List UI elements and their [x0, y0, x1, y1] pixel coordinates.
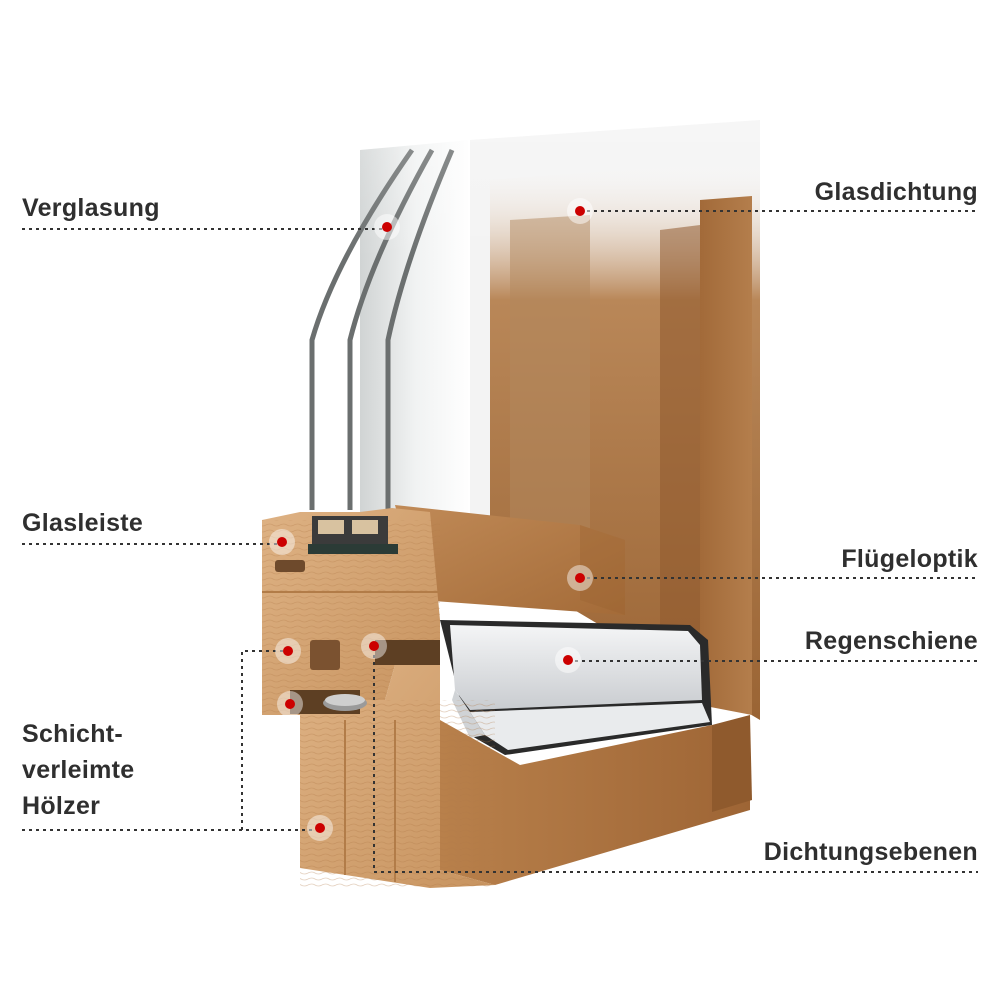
label-regenschiene: Regenschiene [804, 627, 978, 655]
marker-dichtung-a [361, 633, 387, 659]
label-hoelzer-line1: Schicht- [22, 720, 124, 748]
marker-glasleiste [269, 529, 295, 555]
markers [269, 198, 593, 841]
marker-fluegeloptik [567, 565, 593, 591]
marker-dichtung-b [277, 691, 303, 717]
sash-body [395, 505, 625, 615]
marker-hoelzer-b [307, 815, 333, 841]
marker-hoelzer-a [275, 638, 301, 664]
label-glasleiste: Glasleiste [22, 509, 144, 537]
label-hoelzer-line3: Hölzer [22, 792, 101, 820]
bottom-frame [440, 715, 752, 885]
label-hoelzer-line2: verleimte [22, 756, 135, 784]
leader-lines [22, 210, 978, 873]
leader-dichtungsebenen [373, 648, 978, 873]
label-hoelzer: Schicht- verleimte Hölzer [22, 716, 135, 824]
marker-regenschiene [555, 647, 581, 673]
frame-back [490, 160, 760, 720]
label-glasdichtung: Glasdichtung [814, 178, 978, 206]
label-dichtungsebenen: Dichtungsebenen [763, 838, 978, 866]
label-verglasung: Verglasung [22, 194, 160, 222]
marker-glasdichtung [567, 198, 593, 224]
cross-section [262, 508, 495, 888]
label-fluegeloptik: Flügeloptik [841, 545, 978, 573]
marker-verglasung [374, 214, 400, 240]
